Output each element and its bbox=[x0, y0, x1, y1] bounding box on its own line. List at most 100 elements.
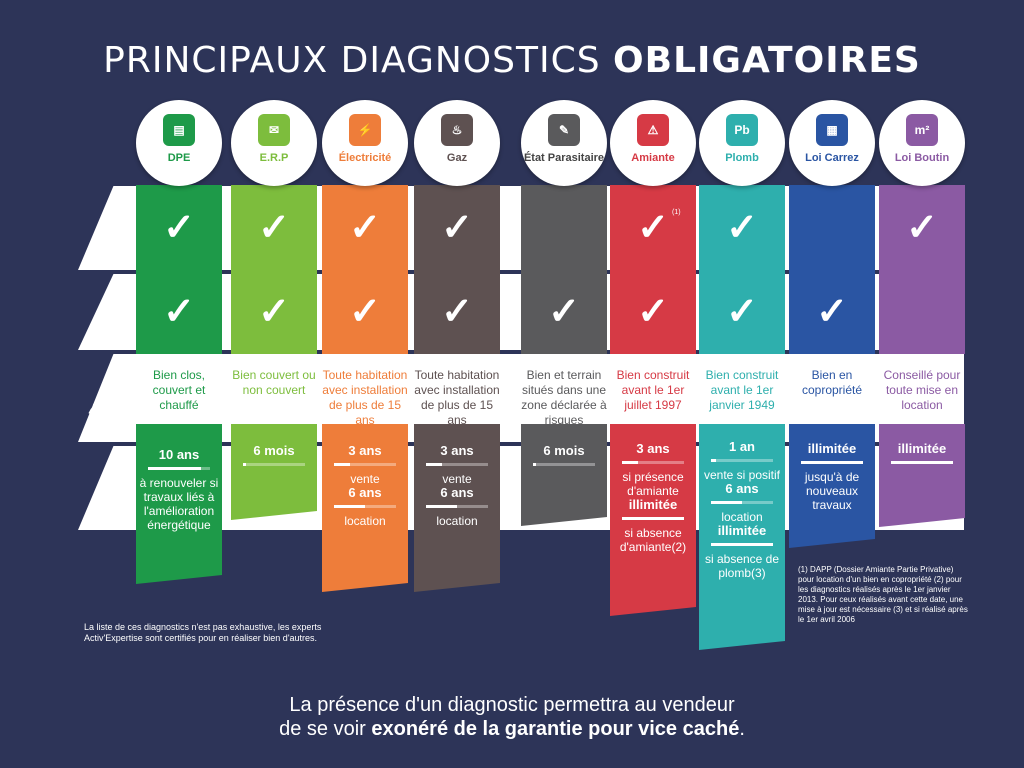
validity-condition: jusqu'à de nouveaux travaux bbox=[804, 470, 860, 512]
column-color-band bbox=[136, 185, 222, 354]
m2-icon: m² bbox=[906, 114, 938, 146]
validity-block: illimitée bbox=[879, 442, 965, 470]
validity-duration: 6 ans bbox=[348, 485, 382, 500]
validity-bar-fill bbox=[891, 461, 953, 464]
biens-concernes-text: Bien construit avant le 1er janvier 1949 bbox=[705, 368, 779, 412]
validity-bar-fill bbox=[711, 501, 742, 504]
biens-concernes-text: Toute habitation avec installation de pl… bbox=[414, 368, 500, 427]
note-footnotes: (1) DAPP (Dossier Amiante Partie Privati… bbox=[798, 565, 968, 624]
validity-bar-fill bbox=[622, 461, 638, 464]
column-color-band bbox=[610, 185, 696, 354]
biens-concernes-text: Conseillé pour toute mise en location bbox=[883, 368, 961, 412]
column-validity-band bbox=[879, 424, 965, 527]
validity-duration: 6 ans bbox=[725, 481, 759, 496]
diagnostic-header: ▦Loi Carrez bbox=[789, 100, 875, 186]
diagnostic-header: m² Loi Boutin bbox=[879, 100, 965, 186]
validity-bar bbox=[622, 461, 684, 464]
validity-bar-fill bbox=[334, 505, 365, 508]
validity-bar-fill bbox=[533, 463, 537, 466]
validity-duration: illimitée bbox=[897, 441, 947, 456]
location-check-icon: ✓ bbox=[163, 207, 195, 249]
house-envelope-icon: ✉ bbox=[258, 114, 290, 146]
column-validity-band bbox=[610, 424, 696, 616]
vente-check-icon: ✓ bbox=[258, 291, 290, 333]
plug-icon: ⚡ bbox=[349, 114, 381, 146]
column-validity-band bbox=[414, 424, 500, 592]
validity-condition: si présence d'amiante bbox=[622, 470, 684, 498]
termite-icon: ✎ bbox=[548, 114, 580, 146]
diagnostic-label: Plomb bbox=[725, 152, 759, 164]
diagnostic-column: ✓ Bien et terrain situés dans une zone dé… bbox=[521, 185, 607, 526]
validity-duration: 6 ans bbox=[440, 485, 474, 500]
validity-bar-fill bbox=[243, 463, 247, 466]
column-color-band bbox=[789, 185, 875, 354]
column-validity-band bbox=[322, 424, 408, 592]
biens-concernes-text: Bien construit avant le 1er juillet 1997 bbox=[616, 368, 690, 412]
ruler-icon: ▦ bbox=[816, 114, 848, 146]
biens-concernes-text: Bien clos, couvert et chauffé bbox=[152, 368, 206, 412]
validity-duration: illimitée bbox=[807, 441, 857, 456]
validity-bar-fill bbox=[711, 459, 716, 462]
location-check-icon: ✓ bbox=[906, 207, 938, 249]
validity-bar bbox=[533, 463, 595, 466]
diagnostic-header: ⚠Amiante bbox=[610, 100, 696, 186]
validity-bar bbox=[891, 461, 953, 464]
diagnostic-column: ✓(1)✓Bien construit avant le 1er juillet… bbox=[610, 185, 696, 616]
location-footnote: (1) bbox=[672, 209, 681, 216]
validity-bar bbox=[622, 517, 684, 520]
energy-scale-icon: ▤ bbox=[163, 114, 195, 146]
vente-check-icon: ✓ bbox=[163, 291, 195, 333]
validity-condition: si absence d'amiante(2) bbox=[619, 526, 687, 554]
diagnostic-column: ✓✓Toute habitation avec installation de … bbox=[322, 185, 408, 592]
validity-block: 6 mois bbox=[521, 444, 607, 472]
validity-condition: location bbox=[344, 514, 386, 528]
validity-bar bbox=[801, 461, 863, 464]
diagnostic-label: DPE bbox=[167, 152, 191, 164]
diagnostic-header: ✎ État Parasitaire bbox=[521, 100, 607, 186]
diagnostic-label: Loi Boutin bbox=[894, 152, 950, 164]
column-color-band bbox=[231, 185, 317, 354]
validity-block: 6 mois bbox=[231, 444, 317, 472]
validity-bar-fill bbox=[334, 463, 350, 466]
vente-check-icon: ✓ bbox=[726, 291, 758, 333]
note-left: La liste de ces diagnostics n'est pas ex… bbox=[84, 622, 322, 643]
diagnostic-column: ✓ ✓ Bien couvert ou non couvert 6 mois bbox=[231, 185, 317, 520]
validity-bar bbox=[711, 501, 773, 504]
diagnostic-label: État Parasitaire bbox=[523, 152, 605, 164]
validity-bar-fill bbox=[426, 463, 442, 466]
validity-duration: 6 mois bbox=[543, 443, 585, 458]
diagnostic-header: ▤ DPE bbox=[136, 100, 222, 186]
validity-bar-fill bbox=[622, 517, 684, 520]
biens-concernes-text: Bien couvert ou non couvert bbox=[232, 368, 316, 397]
biens-concernes-text: Bien et terrain situés dans une zone déc… bbox=[521, 368, 607, 427]
validity-block: illimitée jusqu'à de nouveaux travaux bbox=[789, 442, 875, 512]
diagnostic-label: E.R.P bbox=[259, 152, 289, 164]
validity-condition: à renouveler si travaux liés à l'amélior… bbox=[139, 476, 219, 532]
validity-bar bbox=[426, 505, 488, 508]
validity-condition: vente si positif bbox=[703, 468, 781, 482]
diagnostic-header: ✉ E.R.P bbox=[231, 100, 317, 186]
validity-duration: 1 an bbox=[728, 439, 755, 454]
vente-check-icon: ✓ bbox=[548, 291, 580, 333]
column-validity-band bbox=[789, 424, 875, 548]
vente-check-icon: ✓ bbox=[637, 291, 669, 333]
vente-check-icon: ✓ bbox=[349, 291, 381, 333]
location-check-icon: ✓ bbox=[258, 207, 290, 249]
footer-message: La présence d'un diagnostic permettra au… bbox=[279, 694, 745, 740]
validity-bar bbox=[426, 463, 488, 466]
biens-concernes-text: Toute habitation avec installation de pl… bbox=[322, 368, 408, 427]
column-color-band bbox=[699, 185, 785, 354]
validity-condition: vente bbox=[442, 472, 472, 486]
validity-duration: 6 mois bbox=[253, 443, 295, 458]
column-color-band bbox=[414, 185, 500, 354]
column-color-band bbox=[879, 185, 965, 354]
diagnostic-column: ✓✓Bien construit avant le 1er janvier 19… bbox=[699, 185, 785, 650]
